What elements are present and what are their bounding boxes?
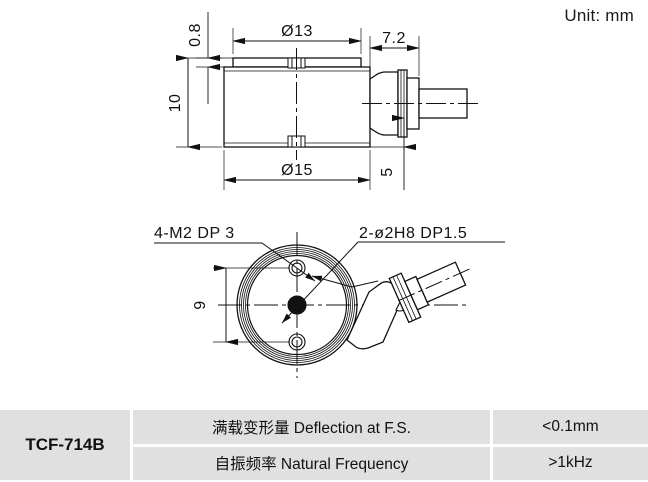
dim-body-height-label: 10 <box>167 94 184 113</box>
table-row: 满载变形量 Deflection at F.S. <0.1mm <box>133 410 648 444</box>
spec-value-frequency: >1kHz <box>493 446 648 480</box>
spec-value-deflection: <0.1mm <box>493 410 648 444</box>
spec-name-deflection: 满载变形量 Deflection at F.S. <box>133 410 490 444</box>
unit-note: Unit: mm <box>564 6 634 25</box>
spec-name-frequency: 自振频率 Natural Frequency <box>133 446 490 480</box>
dim-hole-spacing-label: 9 <box>192 300 209 309</box>
dim-connector-height-label: 5 <box>379 167 396 176</box>
dim-top-diameter-label: Ø13 <box>281 23 313 40</box>
table-row: 自振频率 Natural Frequency >1kHz <box>133 446 648 480</box>
dim-body-diameter-label: Ø15 <box>281 162 313 179</box>
spec-table: TCF-714B 满载变形量 Deflection at F.S. <0.1mm… <box>0 410 648 480</box>
dim-thickness-label: 0.8 <box>187 23 204 47</box>
dowel-callout-label: 2-ø2H8 DP1.5 <box>359 225 467 242</box>
model-cell: TCF-714B <box>0 410 130 480</box>
dim-connector-length-label: 7.2 <box>382 30 406 47</box>
front-view-svg: 0.8 Ø13 7.2 10 Ø15 5 <box>154 12 505 378</box>
spec-rows: 满载变形量 Deflection at F.S. <0.1mm 自振频率 Nat… <box>133 410 648 480</box>
thread-callout-label: 4-M2 DP 3 <box>154 225 235 242</box>
